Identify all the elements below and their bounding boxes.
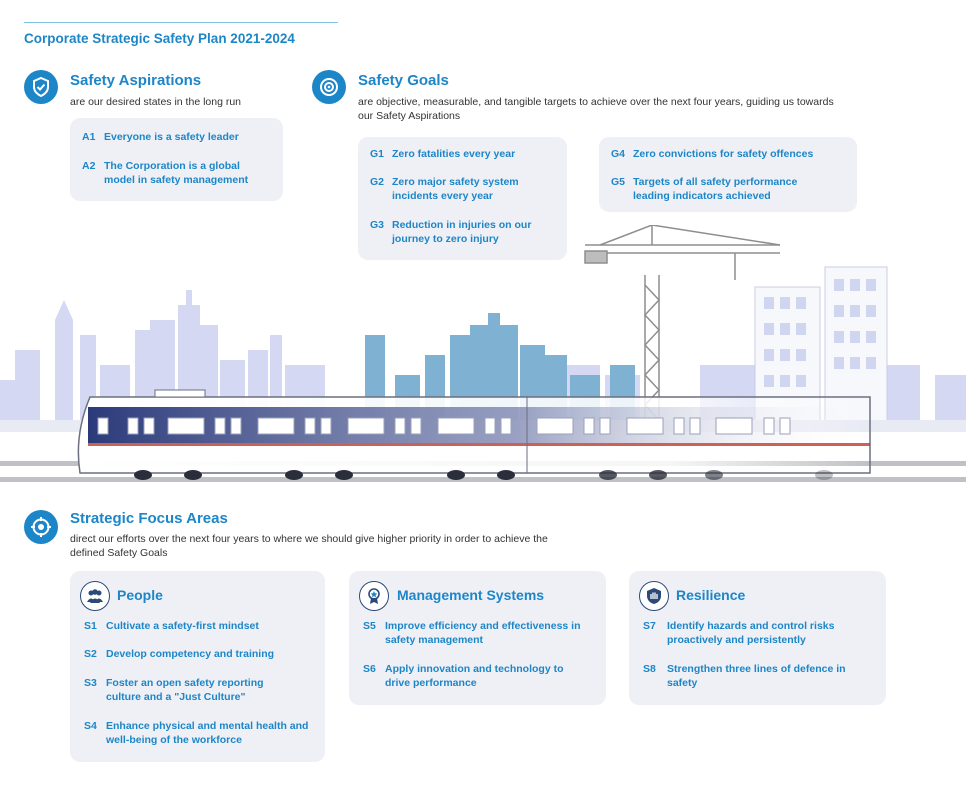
goals-heading: Safety Goals xyxy=(358,72,449,89)
page-title: Corporate Strategic Safety Plan 2021-202… xyxy=(24,31,295,46)
people-icon xyxy=(80,581,110,611)
crosshair-icon xyxy=(24,510,58,544)
shield-hand-icon xyxy=(639,581,669,611)
people-title: People xyxy=(117,587,163,603)
title-rule xyxy=(24,22,338,23)
aspirations-heading: Safety Aspirations xyxy=(70,72,202,89)
goals-subtitle: are objective, measurable, and tangible … xyxy=(358,96,834,122)
award-icon xyxy=(359,581,389,611)
train xyxy=(77,389,871,480)
management-title: Management Systems xyxy=(397,587,545,603)
shield-check-icon xyxy=(24,70,58,104)
focus-heading: Strategic Focus Areas xyxy=(70,510,228,527)
focus-subtitle: direct our efforts over the next four ye… xyxy=(70,533,548,559)
city-train-illustration xyxy=(0,225,966,482)
rail-bottom xyxy=(0,477,966,482)
aspirations-subtitle: are our desired states in the long run xyxy=(70,96,242,108)
resilience-title: Resilience xyxy=(676,587,746,603)
target-icon xyxy=(312,70,346,104)
